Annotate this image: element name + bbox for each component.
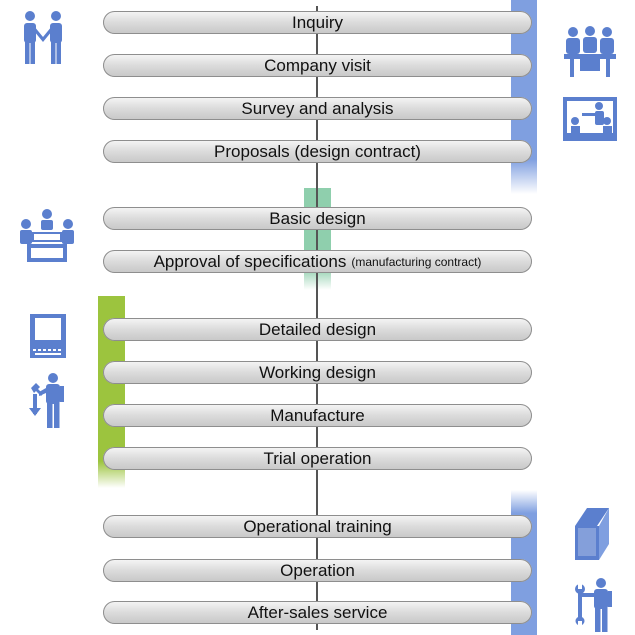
step-label: Working design: [259, 362, 376, 382]
step-after-sales-service: After-sales service: [103, 601, 532, 624]
step-label: Detailed design: [258, 319, 377, 339]
step-label: Survey and analysis: [241, 98, 394, 118]
step-label: Proposals (design contract): [214, 141, 421, 161]
step-survey-and-analysis: Survey and analysis: [103, 97, 532, 120]
step-manufacture: Manufacture: [103, 404, 532, 427]
step-label: Operational training: [243, 516, 392, 536]
step-approval-of-specifications: Approval of specifications (manufacturin…: [103, 250, 532, 273]
step-label: Trial operation: [263, 448, 372, 468]
step-inquiry: Inquiry: [103, 11, 532, 34]
step-operation: Operation: [103, 559, 532, 582]
step-label: After-sales service: [247, 602, 388, 622]
handshake-icon: [24, 11, 62, 64]
presentation-icon: [563, 97, 617, 141]
step-working-design: Working design: [103, 361, 532, 384]
step-detailed-design: Detailed design: [103, 318, 532, 341]
step-company-visit: Company visit: [103, 54, 532, 77]
step-note: (manufacturing contract): [351, 254, 482, 269]
manual-book-icon: [575, 508, 609, 560]
step-proposals: Proposals (design contract): [103, 140, 532, 163]
step-label: Manufacture: [270, 405, 365, 425]
computer-icon: [30, 314, 66, 358]
step-label: Inquiry: [291, 12, 344, 32]
step-basic-design: Basic design: [103, 207, 532, 230]
step-label: Approval of specifications: [153, 251, 347, 271]
step-label: Operation: [280, 560, 355, 580]
service-technician-icon: [575, 578, 612, 632]
meeting-icon: [564, 26, 616, 77]
engineer-icon: [29, 373, 64, 428]
step-label: Basic design: [269, 208, 366, 228]
step-operational-training: Operational training: [103, 515, 532, 538]
step-trial-operation: Trial operation: [103, 447, 532, 470]
design-meeting-icon: [20, 209, 74, 262]
step-label: Company visit: [264, 55, 371, 75]
